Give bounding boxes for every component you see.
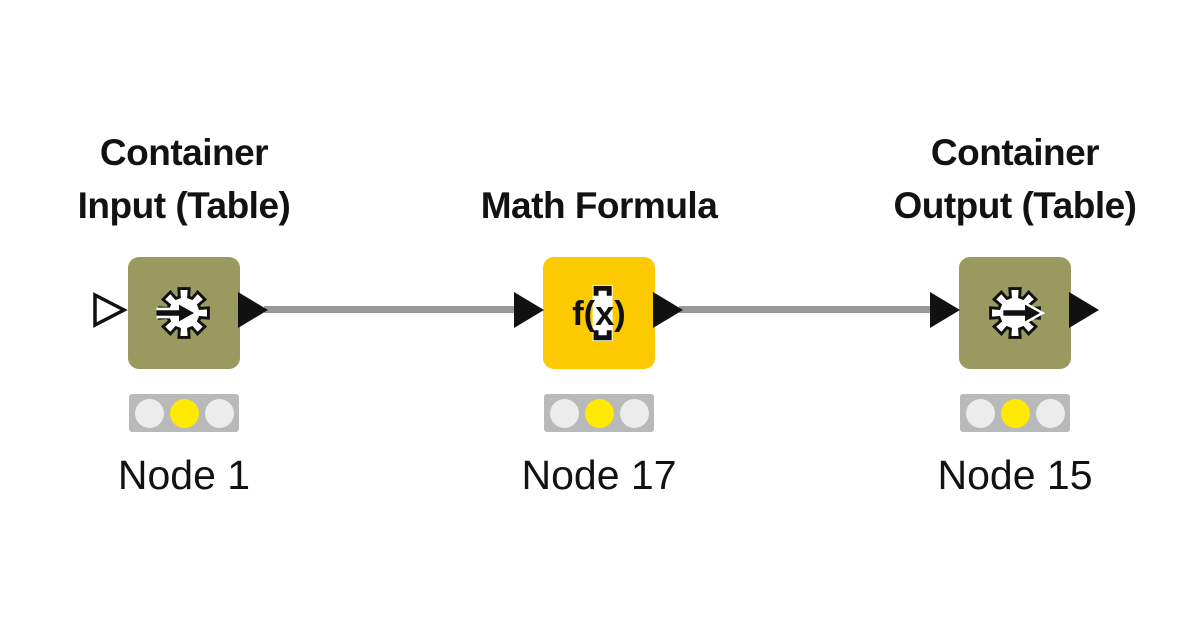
gear-arrow-out-icon: [989, 287, 1045, 339]
node-body-container-output[interactable]: [959, 257, 1071, 369]
status-traffic-light-node1: [129, 394, 239, 432]
input-port-node15[interactable]: [930, 292, 960, 328]
black-triangle-icon: [653, 292, 683, 328]
node-title-line: Container: [930, 132, 1100, 173]
node-title-container-output: Container Output (Table): [815, 126, 1200, 232]
black-triangle-icon: [514, 292, 544, 328]
gear-arrow-in-icon: [156, 287, 210, 339]
node-title-line: Container: [99, 132, 269, 173]
svg-text:f(x): f(x): [572, 295, 626, 333]
connection-node17-node15[interactable]: [679, 306, 934, 313]
node-title-math-formula: Math Formula: [399, 179, 799, 232]
node-title-line: Output (Table): [893, 185, 1137, 226]
status-light-green: [1035, 398, 1065, 428]
node-label-node1[interactable]: Node 1: [117, 452, 251, 498]
output-port-node17[interactable]: [653, 292, 683, 328]
status-light-yellow: [169, 398, 199, 428]
fx-icon: f(x): [572, 284, 626, 342]
status-light-green: [619, 398, 649, 428]
node-label-node15[interactable]: Node 15: [937, 452, 1093, 498]
white-triangle-icon: [93, 292, 128, 328]
status-light-green: [204, 398, 234, 428]
node-label-node17[interactable]: Node 17: [521, 452, 677, 498]
status-light-yellow: [1000, 398, 1030, 428]
status-traffic-light-node15: [960, 394, 1070, 432]
node-body-math-formula[interactable]: f(x): [543, 257, 655, 369]
status-traffic-light-node17: [544, 394, 654, 432]
node-title-line: Input (Table): [77, 185, 291, 226]
node-title-container-input: Container Input (Table): [0, 126, 384, 232]
connection-node1-node17[interactable]: [264, 306, 518, 313]
flow-variable-input-port[interactable]: [92, 292, 128, 328]
black-triangle-icon: [1069, 292, 1099, 328]
status-light-yellow: [584, 398, 614, 428]
status-light-red: [549, 398, 579, 428]
input-port-node17[interactable]: [514, 292, 544, 328]
output-port-node1[interactable]: [238, 292, 268, 328]
status-light-red: [134, 398, 164, 428]
black-triangle-icon: [238, 292, 268, 328]
node-body-container-input[interactable]: [128, 257, 240, 369]
status-light-red: [965, 398, 995, 428]
output-port-node15[interactable]: [1069, 292, 1099, 328]
node-title-line: Math Formula: [480, 185, 718, 226]
black-triangle-icon: [930, 292, 960, 328]
